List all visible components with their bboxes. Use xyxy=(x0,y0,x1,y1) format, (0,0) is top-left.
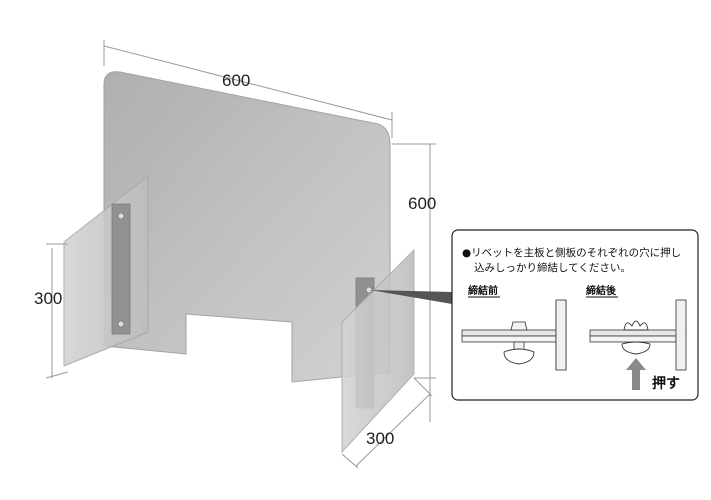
push-label: 押す xyxy=(652,375,680,392)
push-arrow-icon xyxy=(626,358,646,390)
callout-note-line1: ●リベットを主板と側板のそれぞれの穴に押し xyxy=(462,246,681,259)
before-fastening-detail xyxy=(461,299,567,371)
after-fastening-label: 締結後 xyxy=(586,284,617,297)
right-side-panel xyxy=(341,248,415,454)
dim-right-depth-label: 300 xyxy=(366,429,394,448)
callout-note-line2: 込みしっかり締結してください。 xyxy=(474,261,631,274)
left-bracket xyxy=(111,203,131,335)
main-panel xyxy=(103,71,391,383)
callout-pointer xyxy=(370,290,452,304)
left-rivet-bottom xyxy=(117,320,125,328)
left-rivet-top xyxy=(117,212,125,220)
dimension-top-width xyxy=(103,40,393,138)
right-rivet xyxy=(365,286,373,294)
before-fastening-label: 締結前 xyxy=(468,284,498,297)
dim-top-width-label: 600 xyxy=(222,71,250,90)
dim-left-depth-label: 300 xyxy=(34,289,62,308)
dimension-right-depth xyxy=(341,377,433,469)
after-fastening-detail xyxy=(589,299,687,371)
dim-height-label: 600 xyxy=(408,194,436,213)
dimension-left-depth xyxy=(45,243,69,379)
dimension-height xyxy=(392,143,436,422)
